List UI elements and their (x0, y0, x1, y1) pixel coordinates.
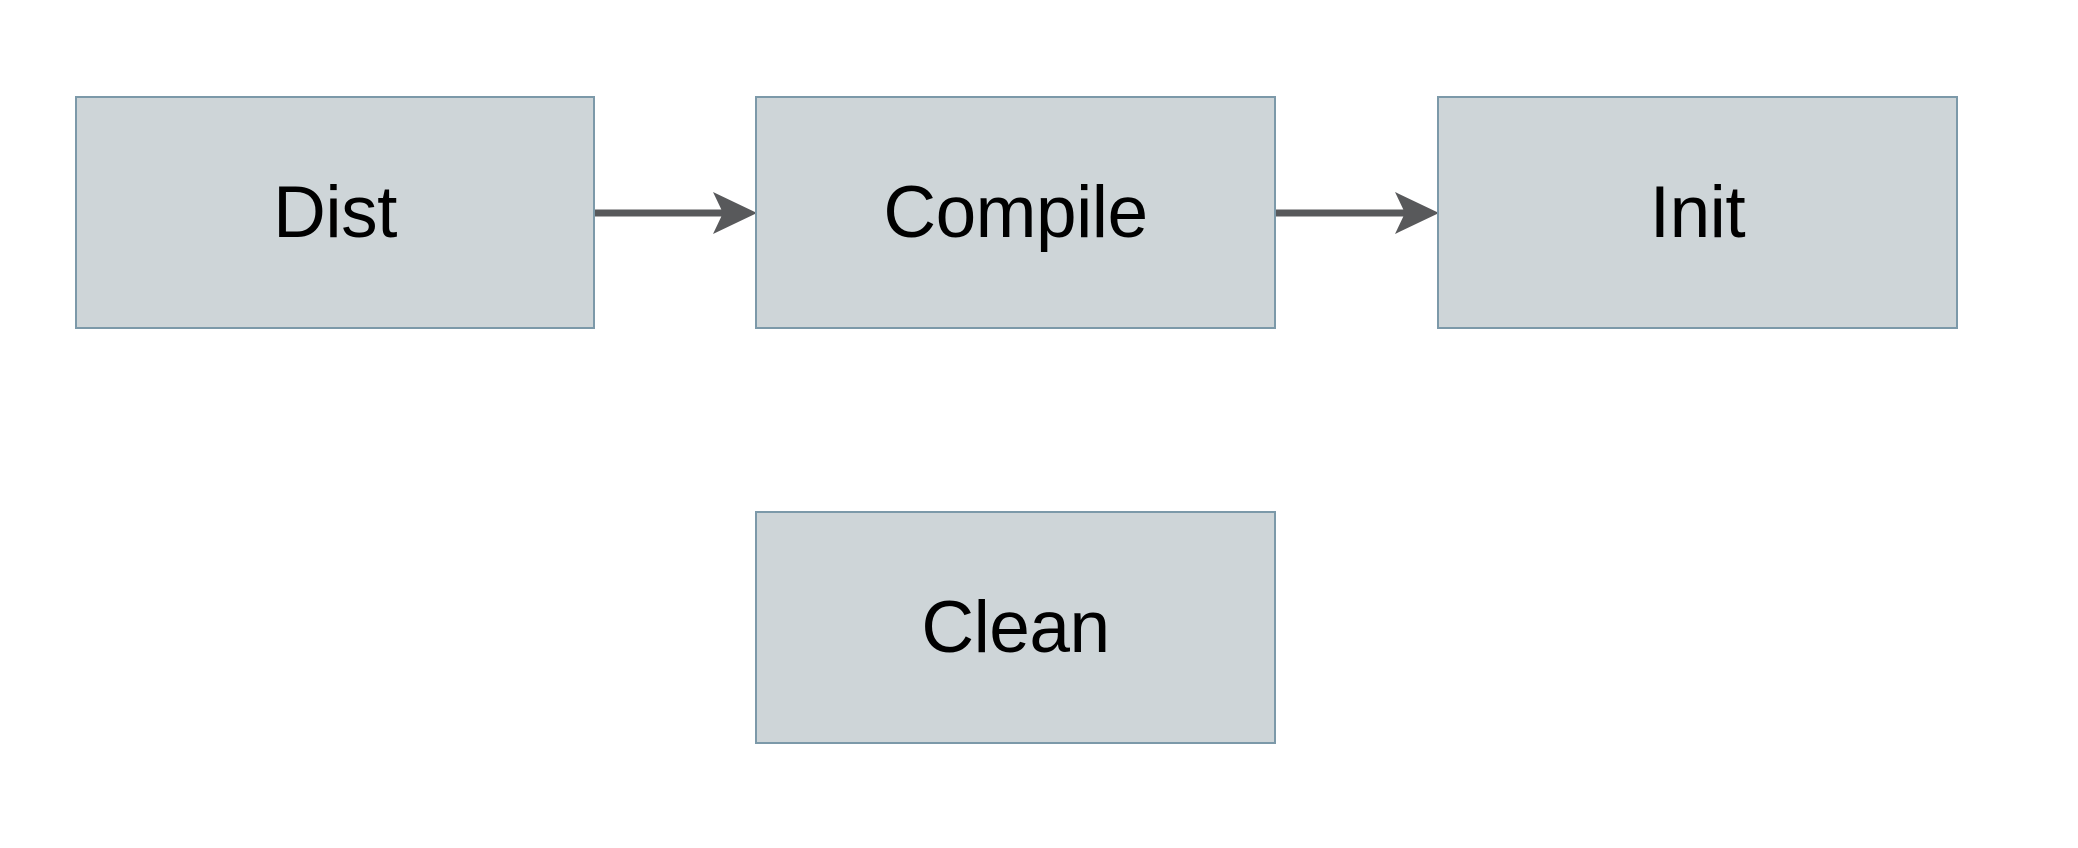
arrowhead-icon (713, 192, 757, 234)
arrowhead-icon (1395, 192, 1439, 234)
edge-compile-to-init[interactable] (1276, 192, 1439, 234)
node-clean[interactable]: Clean (755, 511, 1276, 744)
node-clean-label: Clean (921, 587, 1110, 668)
node-init-label: Init (1649, 172, 1746, 253)
node-compile-label: Compile (883, 172, 1148, 253)
edge-dist-to-compile[interactable] (595, 192, 757, 234)
node-dist[interactable]: Dist (75, 96, 595, 329)
node-init[interactable]: Init (1437, 96, 1958, 329)
node-compile[interactable]: Compile (755, 96, 1276, 329)
node-dist-label: Dist (273, 172, 397, 253)
